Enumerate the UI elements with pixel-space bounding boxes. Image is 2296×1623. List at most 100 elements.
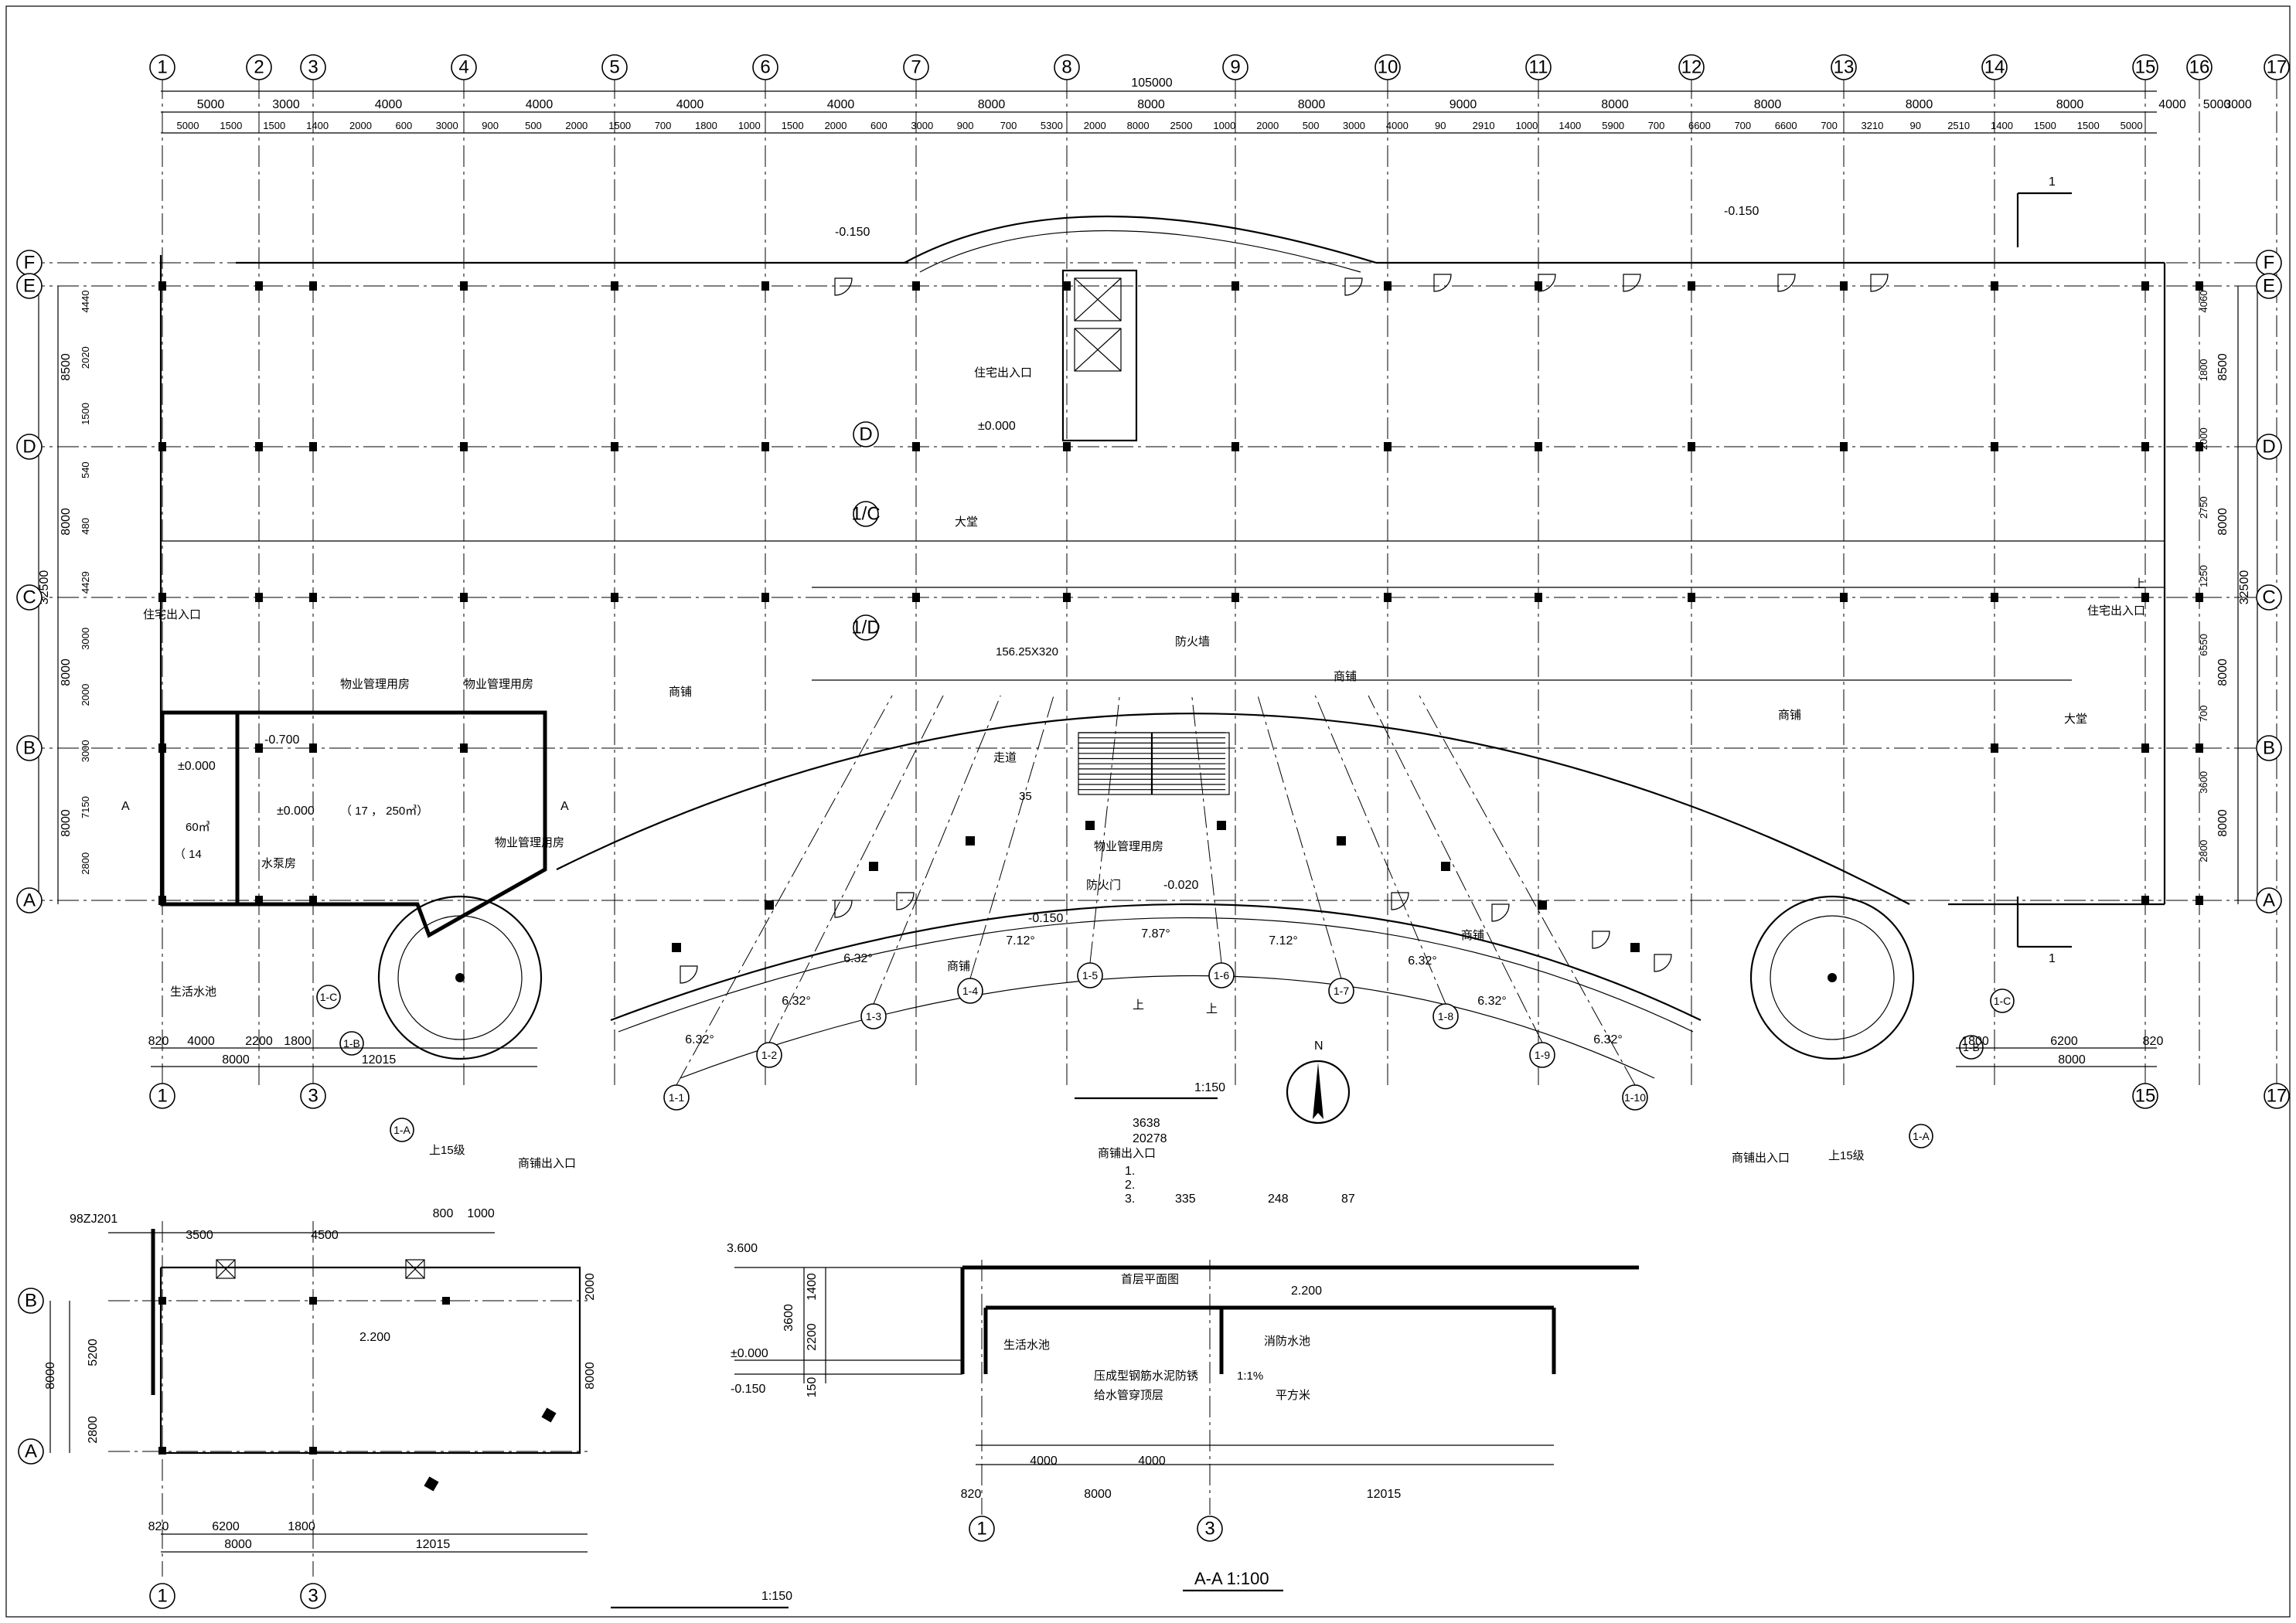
axis-label-top-16: 16 xyxy=(2189,57,2210,78)
curved-axis-line-1-4 xyxy=(969,695,1054,979)
right-dim-1: 8000 xyxy=(2216,508,2230,536)
column xyxy=(1991,743,1998,753)
curved-axis-label-1-9: 1-9 xyxy=(1535,1049,1550,1061)
angle-label-4: 7.87° xyxy=(1141,927,1170,941)
door-swing xyxy=(1344,277,1363,296)
level-pool-floor: -0.020 xyxy=(1163,879,1198,892)
axis-label-left-F: F xyxy=(24,253,36,274)
section-1-markers: 1 1 A A xyxy=(121,175,2072,965)
axis-label-top-11: 11 xyxy=(1529,57,1548,78)
bottom-left-dim-2: 2200 xyxy=(245,1035,273,1048)
top-dim-1-16: 5000 xyxy=(2203,98,2231,111)
section-axis-1: 1 xyxy=(976,1519,986,1540)
top-dim-2-38: 700 xyxy=(1821,120,1838,131)
top-dim-1-6: 8000 xyxy=(978,98,1006,111)
dim-35-label: 35 xyxy=(1019,790,1032,803)
door-swing xyxy=(1777,274,1796,292)
curved-axis-bubble-1-7 xyxy=(1328,978,1354,1004)
axis-bubble-left-D xyxy=(16,434,43,460)
north-label: N xyxy=(1314,1039,1323,1053)
bottom-left-dim-5: 12015 xyxy=(362,1053,397,1067)
axis-bubble-top-5 xyxy=(601,54,628,80)
note-area2: 20278 xyxy=(1133,1132,1167,1145)
axis-bubble-right-B xyxy=(2256,735,2282,761)
section-axis-3: 3 xyxy=(1204,1519,1214,1540)
sub-curved-label-r-1-C: 1-C xyxy=(1994,995,2012,1007)
room-14-label: （ 14 xyxy=(174,848,202,861)
fire-door-label: 防火门 xyxy=(1086,879,1121,892)
stair-up-2: 上 xyxy=(1206,1002,1218,1016)
axis-label-right-D: D xyxy=(2262,437,2275,458)
left-dim-3: 8000 xyxy=(60,809,73,837)
column xyxy=(2196,593,2203,602)
arc-column xyxy=(1337,836,1346,846)
top-dim-2-18: 900 xyxy=(957,120,974,131)
door-swing xyxy=(1538,274,1556,292)
column xyxy=(761,593,769,602)
section-level-ground: ±0.000 xyxy=(731,1347,768,1360)
curved-axis-line-1-1 xyxy=(676,695,893,1086)
bottom-right-dim-1: 6200 xyxy=(2050,1035,2078,1048)
detail-axis-1: 1 xyxy=(157,1586,167,1607)
sub-axis-bubble-0 xyxy=(853,501,879,527)
central-stair xyxy=(1078,732,1230,795)
column xyxy=(1231,281,1239,291)
entry-core-label: 住宅出入口 xyxy=(974,366,1032,379)
elevator-core xyxy=(1061,269,1138,442)
left-sub-dim-0: 4440 xyxy=(80,291,91,313)
curved-axis-line-1-6 xyxy=(1191,695,1222,964)
detail-code: 98ZJ201 xyxy=(70,1213,118,1226)
arc-column xyxy=(672,943,681,952)
top-dim-2-37: 6600 xyxy=(1775,120,1797,131)
column xyxy=(460,743,468,753)
top-dim-1-15: 3000 xyxy=(2224,98,2252,111)
structural-columns xyxy=(158,281,2281,952)
axis-bubble-top-8 xyxy=(1054,54,1080,80)
detail-dim-right-1: 2000 xyxy=(584,1273,597,1301)
arc-column xyxy=(1441,862,1450,871)
column xyxy=(912,281,920,291)
column xyxy=(2141,593,2149,602)
left-sub-dim-6: 3000 xyxy=(80,628,91,650)
column xyxy=(158,281,166,291)
door-swing xyxy=(1433,274,1452,292)
shopfront-arc-wall xyxy=(610,903,1702,1022)
column xyxy=(1840,281,1848,291)
curved-axis-line-1-7 xyxy=(1257,695,1342,979)
axis-label-right-E: E xyxy=(2263,276,2275,297)
shop-label-3: 商铺 xyxy=(1461,929,1484,942)
top-dim-2-30: 2910 xyxy=(1473,120,1495,131)
right-dims: 8500800080008000406018002000275012506550… xyxy=(2198,291,2230,863)
detail-dim-right-2: 8000 xyxy=(584,1362,597,1390)
top-dim-2-10: 1500 xyxy=(608,120,631,131)
top-dim-1-13: 8000 xyxy=(2056,98,2084,111)
shop-label-2: 商铺 xyxy=(1334,670,1357,683)
axis-label-bottom-15: 15 xyxy=(2135,1086,2156,1107)
top-dim-1-0: 5000 xyxy=(197,98,225,111)
column xyxy=(761,281,769,291)
section-note-3: 平方米 xyxy=(1276,1389,1310,1402)
door-swing xyxy=(896,892,915,910)
left-sub-dim-10: 2800 xyxy=(80,852,91,875)
axis-label-top-15: 15 xyxy=(2135,57,2156,78)
svg-text:A: A xyxy=(560,800,569,813)
curved-axis-bubble-1-5 xyxy=(1077,962,1103,988)
section-aa: 1 3 3.600 ±0.000 -0.150 2.200 1400 3600 … xyxy=(727,1242,1639,1592)
angle-label-0: 6.32° xyxy=(685,1033,714,1046)
sub-curved-bubble-1-C xyxy=(316,985,341,1009)
top-dimension-lines xyxy=(161,90,2157,134)
axis-label-top-1: 1 xyxy=(157,57,167,78)
top-dim-2-28: 4000 xyxy=(1386,120,1409,131)
column xyxy=(1063,593,1071,602)
column xyxy=(1991,442,1998,451)
door-swing xyxy=(1592,931,1610,949)
sub-curved-bubble-r-1-B xyxy=(1959,1035,1984,1060)
detail-plan: 1 3 B A 2.200 98ZJ201 3500 4500 800 1000… xyxy=(18,1207,792,1609)
stair-up-1: 上 xyxy=(1133,999,1144,1012)
pump-room-label: 水泵房 xyxy=(261,857,296,870)
curved-axis-bubble-1-8 xyxy=(1432,1003,1459,1029)
note-item2: 2. xyxy=(1125,1179,1135,1192)
axis-bubble-left-A xyxy=(16,887,43,914)
